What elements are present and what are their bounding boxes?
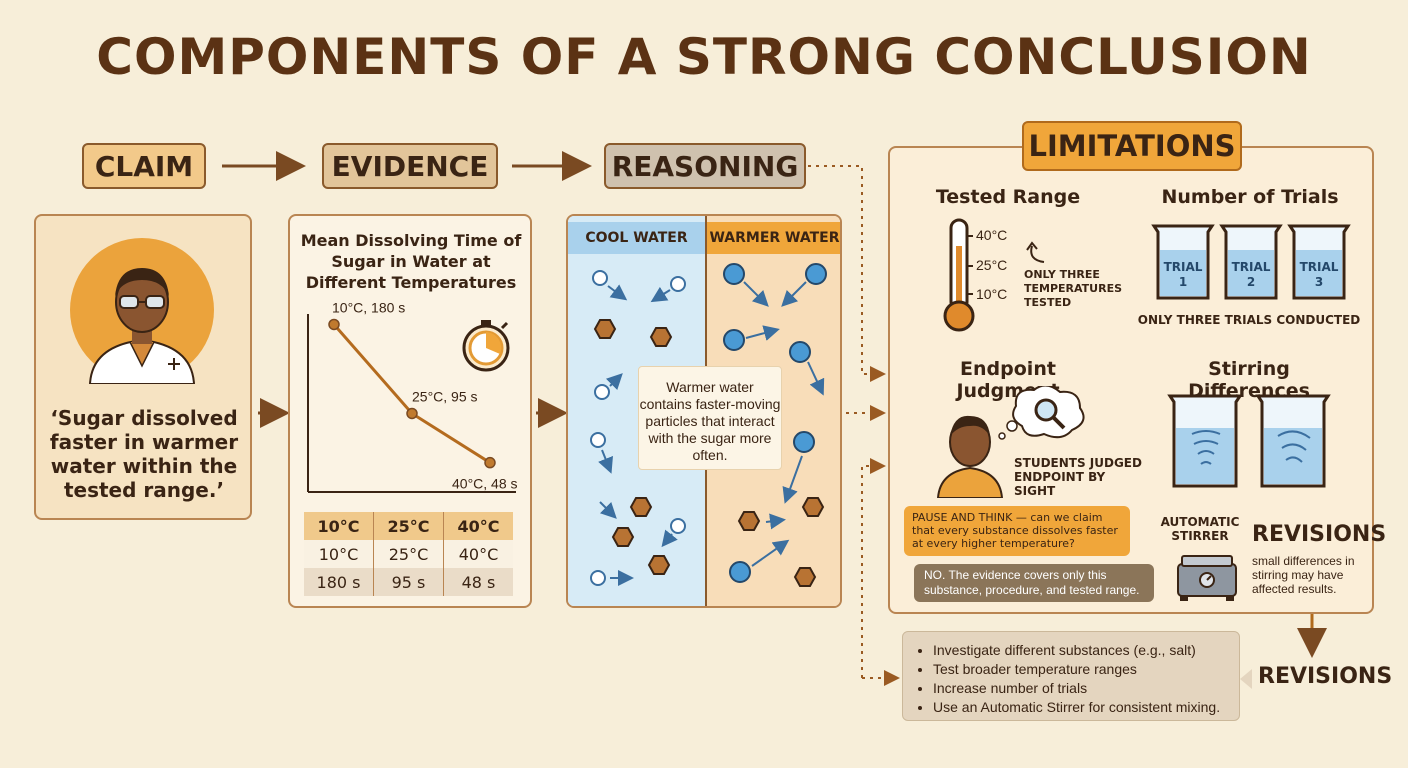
table-row: 10°C 25°C 40°C — [304, 540, 513, 568]
stage-claim: CLAIM — [82, 143, 206, 189]
stage-reasoning-label: REASONING — [611, 149, 799, 183]
pause-question-box: PAUSE AND THINK — can we claim that ever… — [904, 506, 1130, 556]
stage-evidence: EVIDENCE — [322, 143, 498, 189]
list-item: Use an Automatic Stirrer for consistent … — [933, 698, 1231, 717]
trials-note: ONLY THREE TRIALS CONDUCTED — [1137, 313, 1361, 327]
reasoning-panel: COOL WATER WARMER WATER — [566, 214, 842, 608]
trial-2-label: TRIAL 2 — [1231, 260, 1271, 289]
list-item: Test broader temperature ranges — [933, 660, 1231, 679]
table-cell: 180 s — [304, 568, 374, 596]
stage-reasoning: REASONING — [604, 143, 806, 189]
revisions-list: Investigate different substances (e.g., … — [911, 641, 1231, 717]
trial-3-label: TRIAL 3 — [1299, 260, 1339, 289]
claim-panel: ‘Sugar dissolved faster in warmer water … — [34, 214, 252, 520]
table-cell: 10°C — [304, 540, 374, 568]
data-label: 25°C, 95 s — [412, 388, 478, 404]
stopwatch-icon — [462, 320, 510, 372]
data-point — [328, 318, 340, 331]
stage-claim-label: CLAIM — [94, 149, 194, 183]
list-item: Increase number of trials — [933, 679, 1231, 698]
table-cell: 48 s — [443, 568, 513, 596]
cool-water-label: COOL WATER — [568, 222, 705, 254]
page-title: COMPONENTS OF A STRONG CONCLUSION — [96, 28, 1312, 86]
data-label: 10°C, 180 s — [332, 299, 405, 315]
temp-label-10: 10°C — [976, 286, 1008, 302]
list-item: Investigate different substances (e.g., … — [933, 641, 1231, 660]
data-point — [406, 407, 418, 420]
claim-quote: ‘Sugar dissolved faster in warmer water … — [49, 406, 239, 502]
trial-beakers — [1151, 224, 1351, 300]
particle-diagram — [590, 263, 827, 587]
table-cell: 40°C — [443, 540, 513, 568]
table-row: 180 s 95 s 48 s — [304, 568, 513, 596]
pause-question-text: PAUSE AND THINK — can we claim that ever… — [912, 511, 1118, 550]
data-table: 10°C 25°C 40°C 10°C 25°C 40°C 180 s 95 s… — [304, 512, 513, 596]
thermometer-icon — [943, 218, 975, 332]
warm-water-label: WARMER WATER — [705, 222, 840, 254]
pause-answer-text: NO. The evidence covers only this substa… — [924, 568, 1140, 597]
evidence-panel: Mean Dissolving Time of Sugar in Water a… — [288, 214, 532, 608]
stage-limitations: LIMITATIONS — [1022, 121, 1242, 171]
tested-range-heading: Tested Range — [935, 186, 1081, 208]
temp-label-25: 25°C — [976, 257, 1008, 273]
table-cell: 25°C — [373, 512, 444, 540]
revisions-box: Investigate different substances (e.g., … — [902, 631, 1240, 721]
callout-pointer — [1240, 669, 1252, 689]
table-cell: 95 s — [373, 568, 444, 596]
revisions-heading: REVISIONS — [1258, 664, 1393, 689]
table-header-row: 10°C 25°C 40°C — [304, 512, 513, 540]
endpoint-note: STUDENTS JUDGED ENDPOINT BY SIGHT — [1014, 456, 1142, 498]
table-cell: 40°C — [443, 512, 513, 540]
warm-particles — [723, 263, 827, 583]
table-cell: 10°C — [304, 512, 374, 540]
pause-answer-box: NO. The evidence covers only this substa… — [914, 564, 1154, 602]
tested-range-note: ONLY THREE TEMPERATURES TESTED — [1024, 268, 1123, 309]
stirring-beakers — [1167, 394, 1331, 488]
temp-label-40: 40°C — [976, 227, 1008, 243]
cool-particles — [590, 270, 686, 586]
dissolving-time-chart: 10°C, 180 s 25°C, 95 s 40°C, 48 s — [307, 299, 518, 493]
stirrer-label: AUTOMATIC STIRRER — [1160, 515, 1240, 543]
scientist-avatar — [70, 238, 214, 384]
data-point — [484, 456, 496, 469]
reasoning-explanation: Warmer water contains faster-moving part… — [638, 366, 782, 470]
trial-1-label: TRIAL 1 — [1163, 260, 1203, 289]
stirrer-icon — [1177, 555, 1237, 601]
stirring-note: small differences in stirring may have a… — [1252, 554, 1355, 596]
stage-evidence-label: EVIDENCE — [331, 149, 489, 183]
curved-arrow-icon — [1026, 241, 1045, 263]
motion-arrows — [598, 281, 825, 586]
table-cell: 25°C — [373, 540, 444, 568]
stage-limitations-label: LIMITATIONS — [1028, 129, 1236, 163]
trials-heading: Number of Trials — [1161, 186, 1339, 208]
data-label: 40°C, 48 s — [452, 476, 518, 492]
revisions-inline-heading: REVISIONS — [1252, 522, 1387, 547]
chart-title: Mean Dissolving Time of Sugar in Water a… — [300, 231, 522, 292]
student-thinking-icon — [936, 386, 1085, 498]
sugar-crystals — [593, 319, 825, 587]
